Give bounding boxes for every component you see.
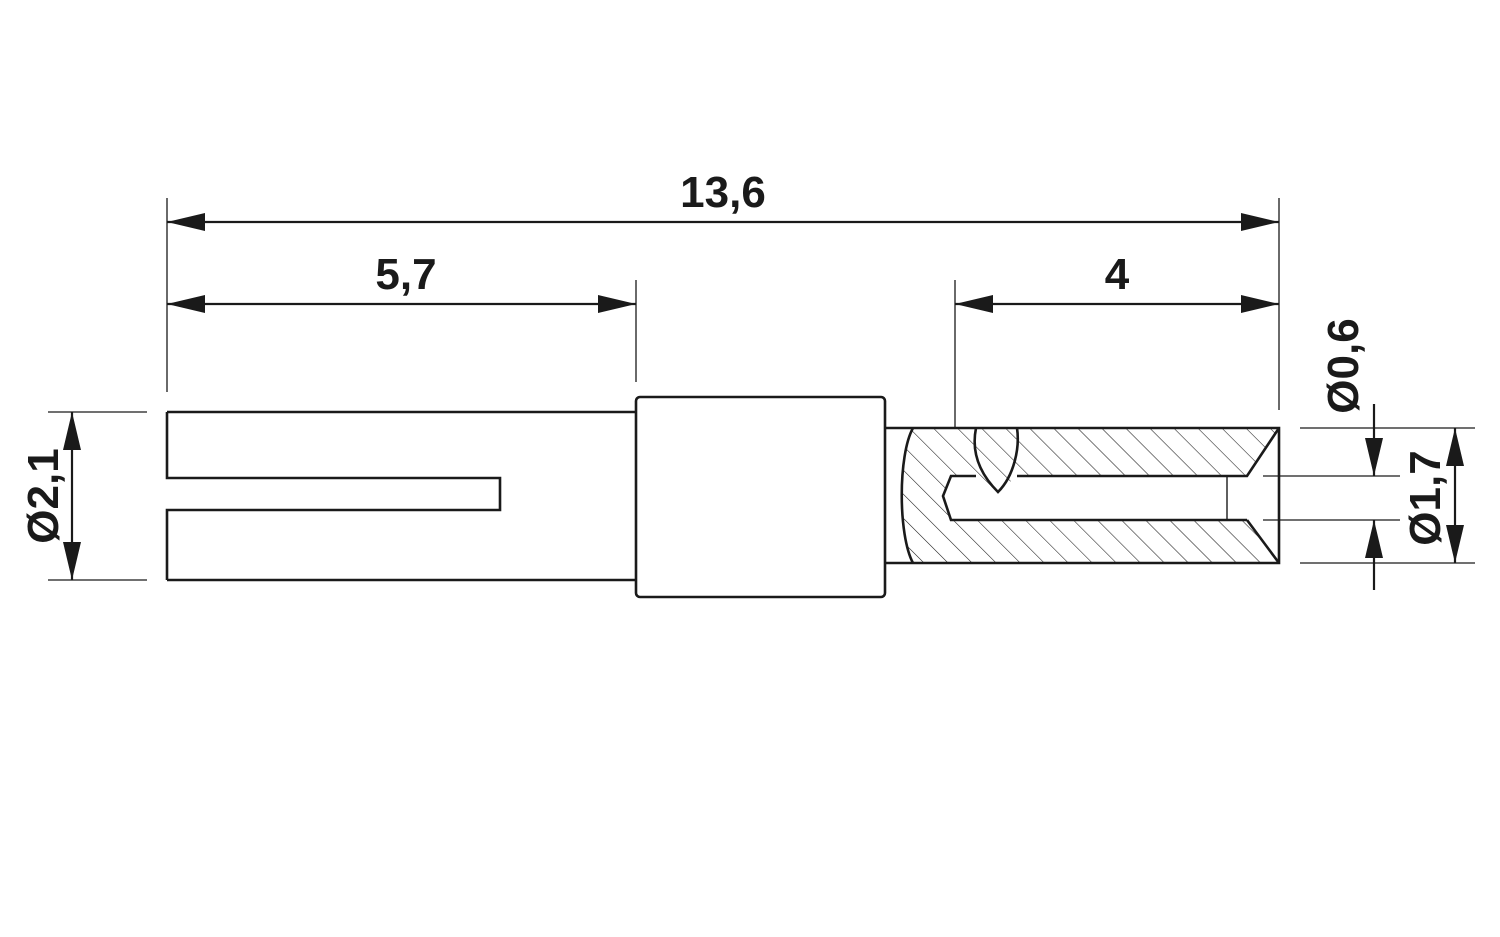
slotted-crimp-section — [165, 410, 636, 582]
sleeve-outline — [885, 426, 1281, 565]
overall-length-label: 13,6 — [680, 168, 766, 217]
slot-length-label: 5,7 — [375, 250, 436, 299]
dimension-slot-length: 5,7 — [167, 250, 636, 313]
detent-dimple — [973, 427, 1019, 494]
dimension-socket-length: 4 — [955, 250, 1279, 313]
inner-bore — [941, 427, 1281, 564]
socket-length-label: 4 — [1105, 250, 1130, 299]
dimension-body-diameter: Ø2,1 — [19, 412, 81, 580]
socket-cross-section — [885, 426, 1281, 565]
extension-lines — [48, 198, 1475, 581]
sleeve-diameter-label: Ø1,7 — [1401, 450, 1450, 545]
dimension-pin-hole-diameter: Ø0,6 — [1319, 318, 1383, 590]
pin-hole-diameter-label: Ø0,6 — [1319, 318, 1368, 413]
section-break — [900, 427, 915, 564]
dimension-sleeve-diameter: Ø1,7 — [1401, 428, 1464, 563]
hatched-material-top — [901, 428, 1279, 563]
dimension-overall-length: 13,6 — [167, 168, 1279, 231]
contact-pin-drawing — [165, 395, 1281, 599]
body-diameter-label: Ø2,1 — [19, 448, 68, 543]
collar — [634, 395, 887, 599]
